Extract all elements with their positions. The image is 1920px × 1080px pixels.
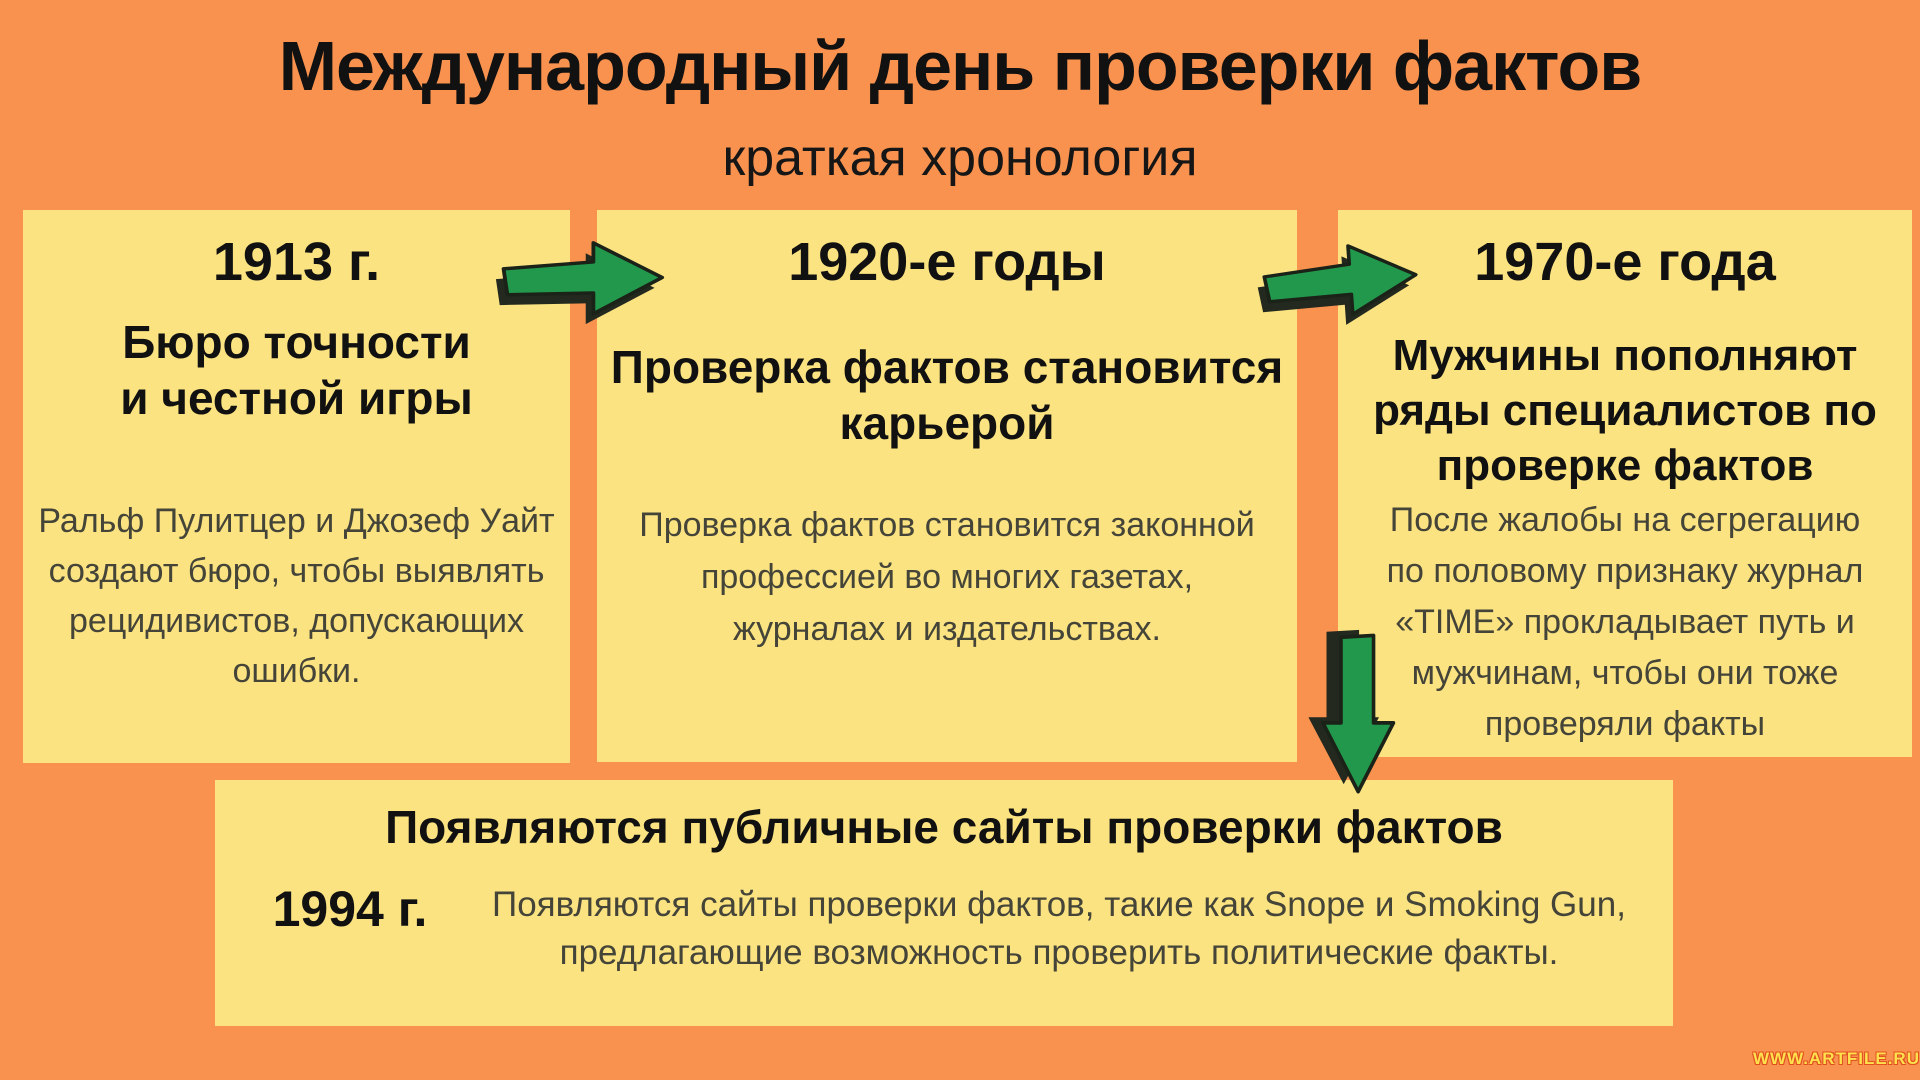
- card-heading: Бюро точности и честной игры: [120, 316, 473, 424]
- arrow-down-icon: [1308, 629, 1396, 794]
- timeline-card-1994: Появляются публичные сайты проверки факт…: [215, 780, 1673, 1026]
- arrow-right-icon: [1257, 244, 1418, 325]
- year-label: 1913 г.: [212, 232, 381, 292]
- year-label: 1994 г.: [272, 881, 428, 937]
- card-heading: Появляются публичные сайты проверки факт…: [385, 801, 1503, 853]
- year-label: 1920-е годы: [788, 232, 1106, 292]
- year-label: 1970-е года: [1474, 232, 1776, 292]
- card-body: Ральф Пулитцер и Джозеф Уайт создают бюр…: [38, 502, 555, 690]
- card-heading: Мужчины пополняют ряды специалистов по п…: [1373, 331, 1877, 490]
- arrow-right-icon: [495, 241, 665, 325]
- page-subtitle: краткая хронология: [722, 129, 1198, 187]
- timeline-card-1920s: 1920-е годы Проверка фактов становится к…: [597, 210, 1297, 762]
- watermark: WWW.ARTFILE.RU: [1753, 1049, 1920, 1068]
- timeline-card-1913: 1913 г. Бюро точности и честной игры Рал…: [23, 210, 570, 763]
- card-heading: Проверка фактов становится карьерой: [610, 341, 1284, 449]
- card-body: Проверка фактов становится законной проф…: [639, 506, 1255, 648]
- page-title: Международный день проверки фактов: [278, 27, 1643, 105]
- card-body: Появляются сайты проверки фактов, такие …: [492, 885, 1626, 972]
- card-body: После жалобы на сегрегацию по половому п…: [1386, 501, 1864, 743]
- timeline-card-1970s: 1970-е года Мужчины пополняют ряды специ…: [1338, 210, 1912, 757]
